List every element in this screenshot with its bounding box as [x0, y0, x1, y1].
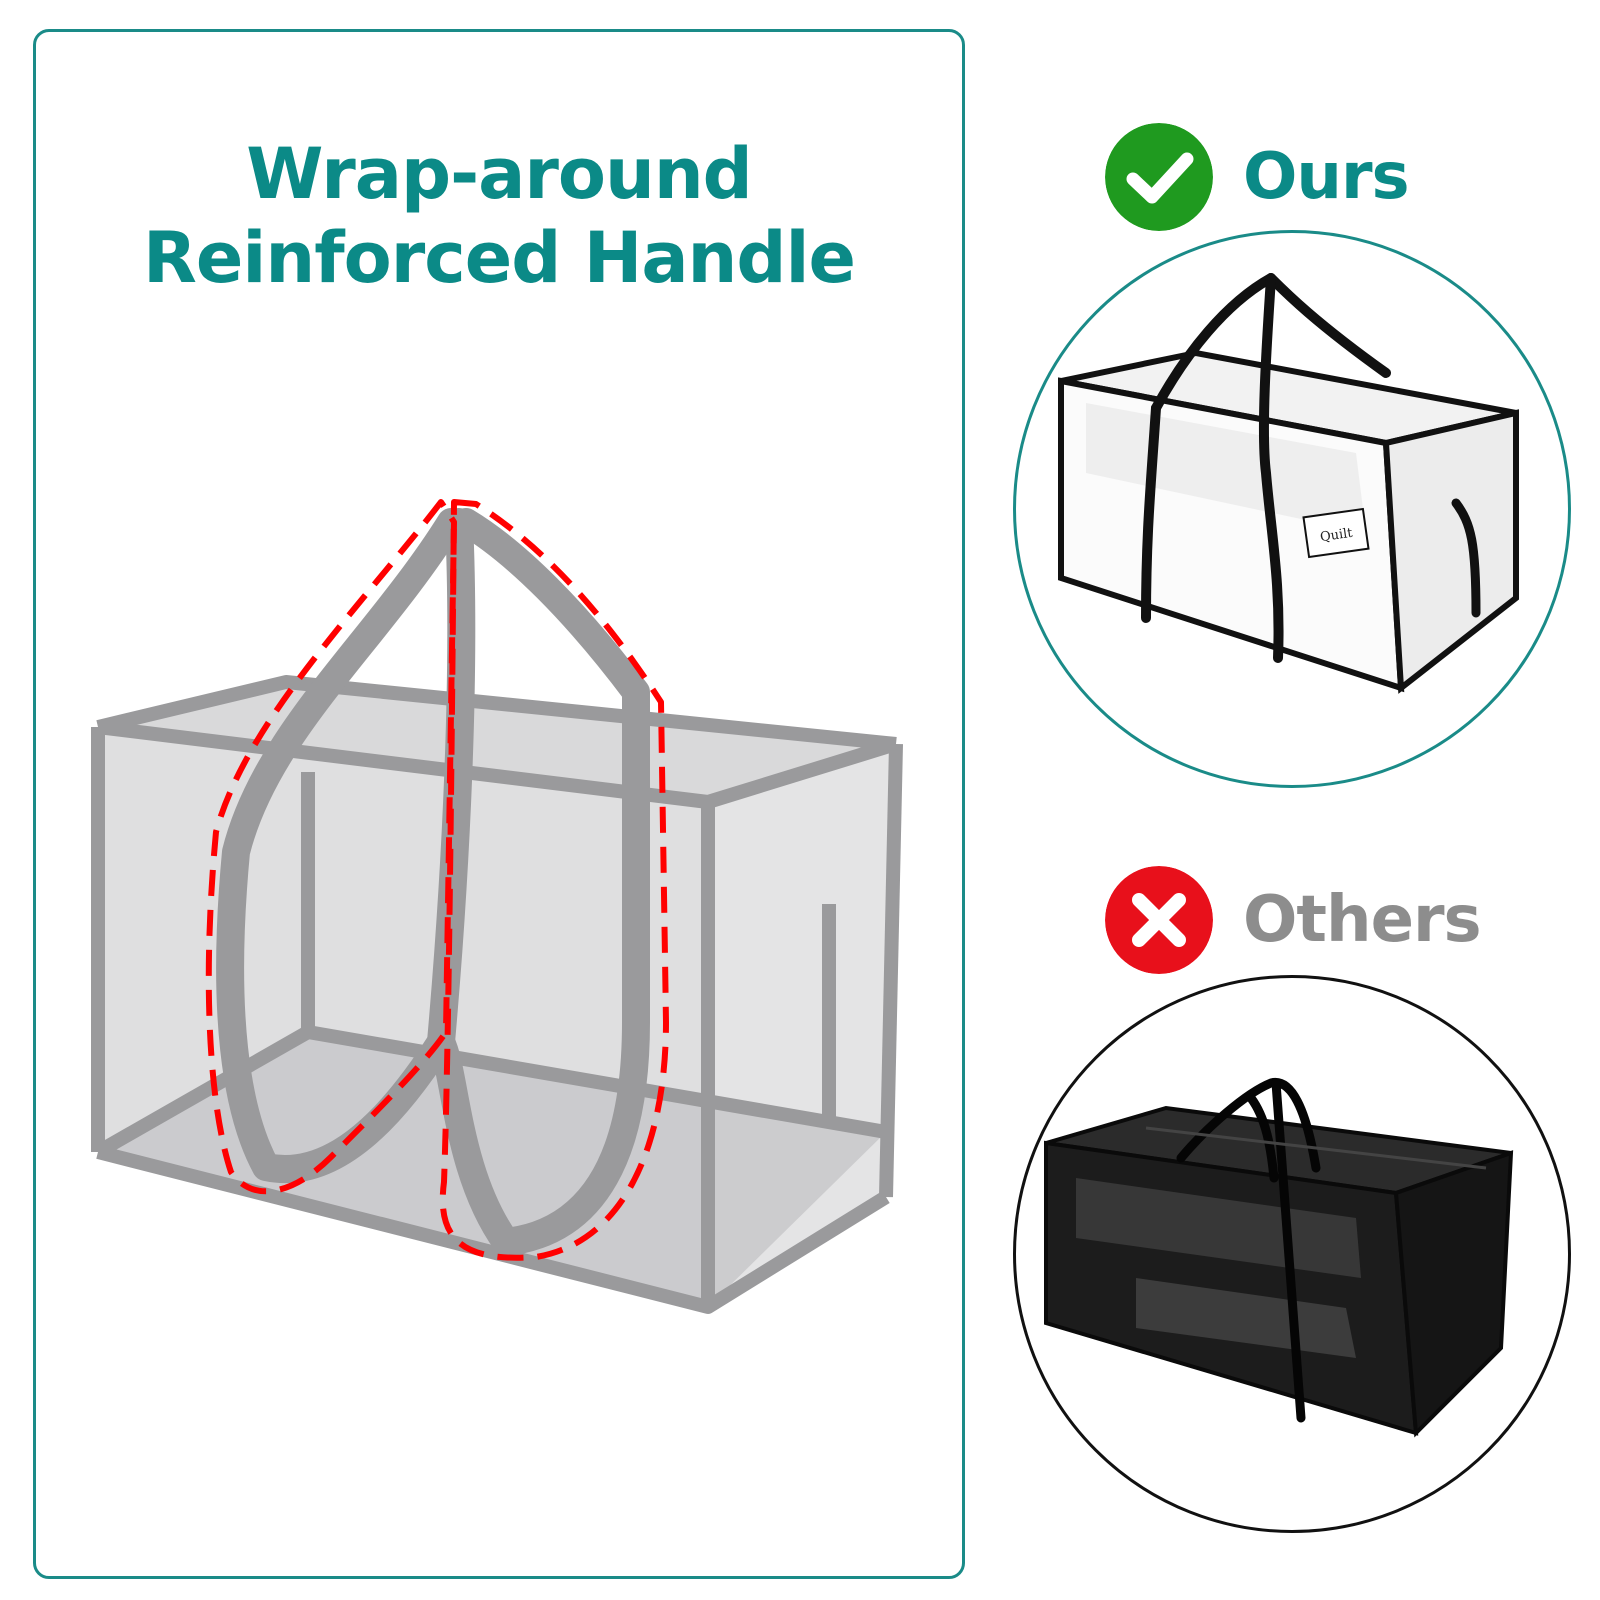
- handle-outline-right: [439, 499, 669, 1261]
- white-bag-side: [1382, 409, 1519, 694]
- handle-outline-left: [205, 499, 457, 1195]
- others-bag-photo: [1013, 975, 1571, 1533]
- handle-feature-panel: Wrap-around Reinforced Handle: [33, 29, 965, 1579]
- others-label: Others: [1243, 883, 1482, 957]
- ours-label: Ours: [1243, 140, 1410, 214]
- bag-edges: [91, 675, 903, 1314]
- feature-headline: Wrap-around Reinforced Handle: [36, 132, 962, 300]
- headline-line-2: Reinforced Handle: [143, 217, 856, 299]
- x-circle-icon: [1105, 866, 1213, 974]
- ours-bag-photo: Quilt: [1013, 230, 1571, 788]
- side-grip: [1451, 498, 1481, 618]
- check-circle-icon: [1105, 123, 1213, 231]
- bag-handle-illustration: [91, 499, 903, 1314]
- label-tag: Quilt: [1302, 507, 1370, 559]
- ours-heading: Ours: [1105, 123, 1410, 231]
- dashed-highlight-outlines: [205, 499, 669, 1261]
- black-straps: [1141, 273, 1391, 663]
- black-bag-straps: [1176, 1078, 1321, 1423]
- black-bag-side: [1393, 1150, 1514, 1438]
- tag-text: Quilt: [1319, 526, 1354, 545]
- side-grip-handle: [822, 904, 836, 1126]
- others-heading: Others: [1105, 866, 1482, 974]
- headline-line-1: Wrap-around: [246, 133, 753, 215]
